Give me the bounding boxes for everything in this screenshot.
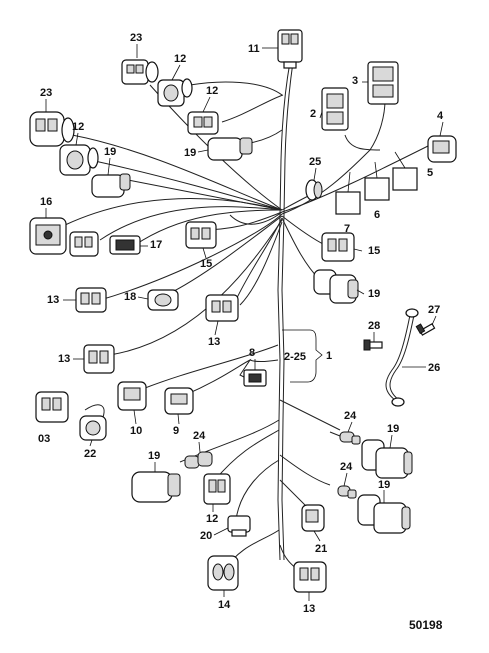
callout-18: 18 (124, 291, 136, 303)
callout-6: 6 (374, 209, 380, 221)
connector-23-top (121, 59, 159, 85)
sensor-19-f (357, 494, 411, 534)
callout-21: 21 (315, 543, 327, 555)
grommet-25 (305, 179, 323, 201)
callout-24-a: 24 (344, 410, 357, 422)
connector-9 (164, 387, 194, 415)
sensor-19-c (313, 269, 359, 304)
grommet-24-a (329, 431, 361, 445)
callout-5: 5 (427, 167, 433, 179)
callout-1: 1 (326, 350, 332, 362)
connector-11 (277, 29, 303, 69)
connector-15-left (185, 221, 217, 249)
callout-8: 8 (249, 347, 255, 359)
leader-lines (45, 44, 444, 601)
sensor-19-a (207, 137, 253, 161)
callout-24-c: 24 (340, 461, 353, 473)
callout-25: 25 (309, 156, 321, 168)
callout-7: 7 (344, 223, 350, 235)
callout-12-c: 12 (72, 121, 84, 133)
callout-13-d: 13 (303, 603, 315, 615)
sensor-19-e (361, 439, 413, 479)
bolt-28 (363, 339, 383, 351)
connector-13-c (83, 344, 115, 374)
relay-3 (367, 61, 399, 105)
connector-12-b (187, 111, 219, 135)
connector-13-d (293, 561, 327, 593)
callout-19-e: 19 (387, 423, 399, 435)
connector-10 (117, 381, 147, 411)
connector-16 (29, 217, 67, 255)
connector-12-d (203, 473, 231, 505)
callout-23-a: 23 (130, 32, 142, 44)
harness-parts (29, 29, 457, 593)
connector-21 (301, 504, 325, 532)
callout-2: 2 (310, 108, 316, 120)
connector-18 (147, 289, 179, 311)
callout-20: 20 (200, 530, 212, 542)
callout-19-d: 19 (148, 450, 160, 462)
connector-20 (227, 515, 251, 537)
callout-19-b: 19 (104, 146, 116, 158)
box-6 (364, 161, 390, 201)
connector-16-b (69, 231, 99, 257)
connector-13-b (205, 294, 239, 322)
connector-15-right (321, 232, 355, 262)
connector-8 (243, 369, 267, 387)
callout-17: 17 (150, 239, 162, 251)
callout-labels: 1 2 2-25 3 4 5 6 7 8 9 10 11 12 12 12 12… (38, 32, 444, 632)
callout-19-a: 19 (184, 147, 196, 159)
callout-15-b: 15 (368, 245, 380, 257)
ground-strap-26 (385, 308, 419, 407)
sensor-19-b (91, 173, 131, 198)
callout-19-f: 19 (378, 479, 390, 491)
callout-16: 16 (40, 196, 52, 208)
callout-28: 28 (368, 320, 380, 332)
connector-4 (427, 135, 457, 163)
connector-13-a (75, 287, 107, 313)
callout-13-b: 13 (208, 336, 220, 348)
connector-03 (35, 391, 69, 423)
connector-14 (207, 555, 239, 591)
callout-19-c: 19 (368, 288, 380, 300)
callout-12-a: 12 (174, 53, 186, 65)
relay-2 (321, 87, 349, 131)
callout-3: 3 (352, 75, 358, 87)
callout-23-b: 23 (40, 87, 52, 99)
connector-12-a (157, 78, 193, 107)
figure-code: 50198 (409, 618, 443, 632)
callout-11: 11 (248, 43, 260, 55)
connector-17 (109, 235, 141, 255)
callout-4: 4 (437, 110, 444, 122)
connector-12-c (59, 144, 99, 176)
callout-24-b: 24 (193, 430, 206, 442)
connector-23-left (29, 111, 75, 147)
callout-22: 22 (84, 448, 96, 460)
callout-27: 27 (428, 304, 440, 316)
callout-10: 10 (130, 425, 142, 437)
callout-14: 14 (218, 599, 231, 611)
range-bracket (282, 329, 323, 383)
callout-03: 03 (38, 433, 50, 445)
callout-13-c: 13 (58, 353, 70, 365)
callout-12-b: 12 (206, 85, 218, 97)
box-5 (392, 151, 418, 191)
connector-22 (79, 415, 107, 441)
callout-12-d: 12 (206, 513, 218, 525)
callout-13-a: 13 (47, 294, 59, 306)
callout-26: 26 (428, 362, 440, 374)
sensor-19-d (131, 471, 181, 503)
bolt-27 (415, 322, 436, 336)
grommet-24-c (337, 485, 357, 499)
callout-9: 9 (173, 425, 179, 437)
callout-15-a: 15 (200, 258, 212, 270)
box-7 (335, 171, 361, 215)
grommet-24-b (184, 451, 213, 469)
callout-2-25: 2-25 (284, 351, 306, 363)
